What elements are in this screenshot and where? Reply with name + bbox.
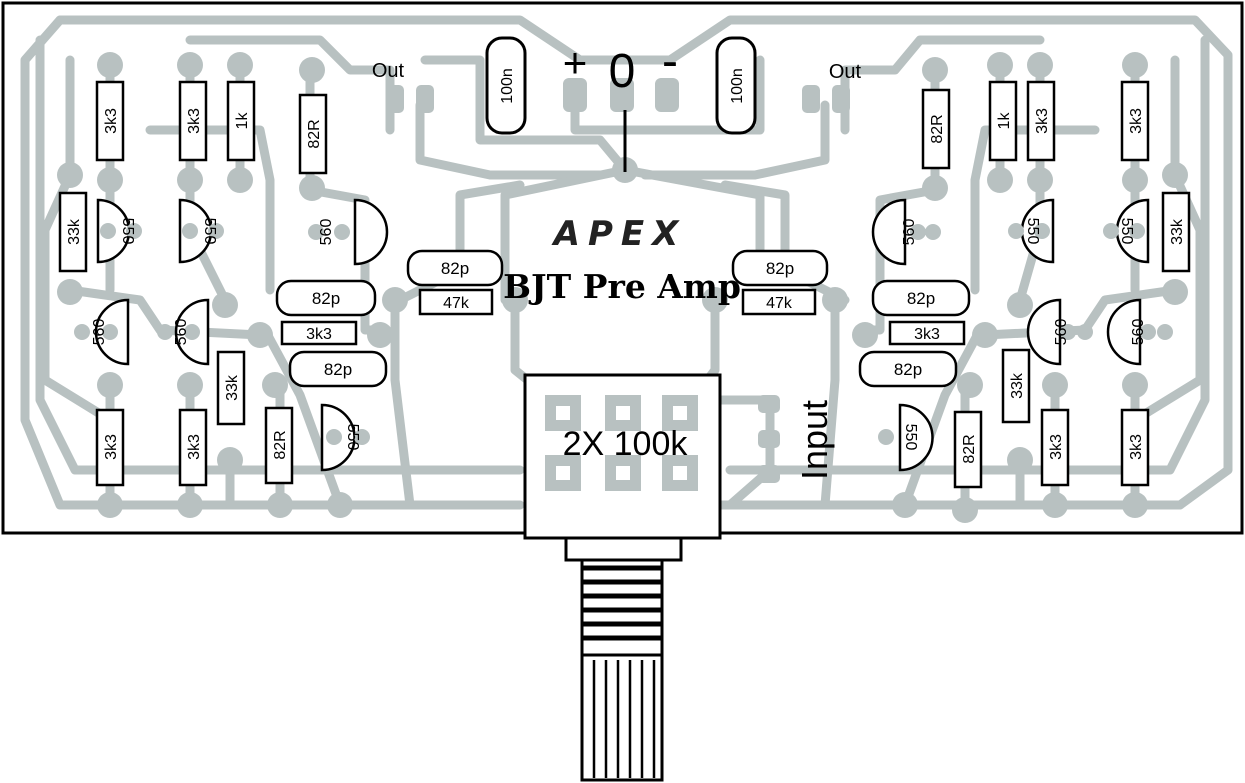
svg-text:82R: 82R [306, 119, 323, 148]
right-resistor-r9: 3k3 [1120, 408, 1150, 487]
out-right-label: Out [829, 61, 862, 83]
svg-text:82R: 82R [961, 434, 978, 463]
svg-text:550: 550 [1024, 218, 1041, 245]
svg-text:560: 560 [901, 219, 918, 246]
svg-text:560: 560 [1130, 319, 1147, 346]
svg-text:560: 560 [173, 319, 190, 346]
svg-text:82p: 82p [894, 360, 922, 379]
right-resistor-r1: 3k3 [1120, 80, 1150, 162]
left-transistor-t3: 560 [308, 198, 389, 266]
left-resistor-r10: 82R [264, 406, 294, 485]
potentiometer: 2X 100k [523, 373, 722, 782]
pot-shaft [580, 653, 664, 782]
solder-pads [57, 45, 1188, 523]
left-resistor-r4: 82R [298, 93, 328, 175]
svg-text:560: 560 [91, 319, 108, 346]
svg-text:3k3: 3k3 [1048, 434, 1065, 460]
right-resistor-r4: 82R [921, 88, 951, 170]
left-resistor-r1: 3k3 [95, 80, 125, 162]
svg-text:33k: 33k [1169, 218, 1186, 245]
svg-text:3k3: 3k3 [186, 108, 203, 134]
svg-text:33k: 33k [1009, 372, 1026, 399]
right-resistor-r2: 3k3 [1026, 80, 1056, 162]
svg-text:550: 550 [1118, 218, 1135, 245]
supply-plus: + [563, 39, 588, 86]
right-cap-c1: 82p [871, 279, 971, 317]
svg-text:33k: 33k [66, 218, 83, 245]
svg-text:1k: 1k [996, 112, 1013, 130]
cap-100n-right: 100n [715, 36, 757, 135]
supply-minus: - [662, 35, 678, 88]
svg-text:3k3: 3k3 [103, 434, 120, 460]
out-left-label: Out [372, 60, 405, 82]
left-transistor-t2: 550 [178, 198, 224, 264]
right-transistor-t2: 550 [1008, 198, 1055, 264]
right-resistor-r8: 3k3 [1040, 408, 1070, 487]
svg-text:100n: 100n [499, 68, 516, 104]
svg-text:550: 550 [119, 218, 136, 245]
svg-text:560: 560 [318, 219, 335, 246]
left-transistor-t4: 560 [74, 298, 130, 366]
svg-text:3k3: 3k3 [103, 108, 120, 134]
svg-text:82R: 82R [929, 114, 946, 143]
svg-text:550: 550 [902, 424, 919, 451]
svg-text:100n: 100n [729, 68, 746, 104]
left-resistor-r6: 3k3 [280, 320, 358, 346]
svg-text:3k3: 3k3 [1128, 108, 1145, 134]
input-label: Input [794, 400, 835, 480]
svg-text:3k3: 3k3 [306, 326, 332, 343]
left-resistor-r8: 3k3 [95, 408, 125, 487]
right-resistor-r3: 1k [988, 80, 1018, 162]
left-resistor-r5: 33k [58, 191, 88, 273]
svg-text:3k3: 3k3 [186, 434, 203, 460]
svg-text:1k: 1k [234, 112, 251, 130]
left-transistor-t5: 560 [157, 298, 210, 366]
svg-text:3k3: 3k3 [1128, 434, 1145, 460]
svg-text:550: 550 [201, 218, 218, 245]
right-transistor-t3: 560 [871, 198, 941, 266]
cap-100n-left: 100n [485, 36, 527, 135]
svg-text:33k: 33k [224, 374, 241, 401]
svg-text:82R: 82R [272, 430, 289, 459]
right-transistor-t4: 560 [1026, 298, 1093, 366]
left-resistor-r11: 47k [418, 288, 494, 316]
svg-text:82p: 82p [441, 259, 469, 278]
left-transistor-t6: 550 [320, 403, 370, 472]
right-transistor-t1: 550 [1103, 198, 1150, 264]
svg-text:82p: 82p [907, 289, 935, 308]
right-resistor-r10: 82R [953, 410, 983, 489]
left-resistor-r9: 3k3 [178, 408, 208, 487]
svg-text:82p: 82p [312, 289, 340, 308]
pot-value-label: 2X 100k [563, 425, 689, 463]
svg-text:3k3: 3k3 [914, 326, 940, 343]
board-title: BJT Pre Amp [503, 267, 741, 306]
svg-text:47k: 47k [766, 295, 793, 312]
svg-text:3k3: 3k3 [1034, 108, 1051, 134]
left-cap-c3: 82p [406, 249, 504, 287]
svg-text:47k: 47k [443, 295, 470, 312]
left-cap-c1: 82p [275, 279, 377, 317]
left-resistor-r7: 33k [216, 350, 246, 426]
svg-text:560: 560 [1053, 319, 1070, 346]
right-cap-c2: 82p [858, 350, 958, 388]
right-cap-c3: 82p [731, 249, 829, 287]
right-transistor-t6: 550 [878, 403, 934, 472]
brand-logo: APEX [551, 214, 687, 254]
pot-bushing [564, 536, 683, 562]
left-resistor-r3: 1k [226, 80, 256, 162]
right-transistor-t5: 560 [1106, 298, 1173, 366]
right-resistor-r11: 47k [741, 288, 817, 316]
left-transistor-t1: 550 [96, 198, 142, 264]
svg-text:82p: 82p [766, 259, 794, 278]
right-resistor-r5: 33k [1161, 191, 1191, 273]
svg-text:550: 550 [344, 424, 361, 451]
svg-text:82p: 82p [324, 360, 352, 379]
right-resistor-r7: 33k [1001, 348, 1031, 424]
left-cap-c2: 82p [288, 350, 388, 388]
right-resistor-r6: 3k3 [888, 320, 966, 346]
left-resistor-r2: 3k3 [178, 80, 208, 162]
supply-zero: 0 [609, 45, 636, 98]
